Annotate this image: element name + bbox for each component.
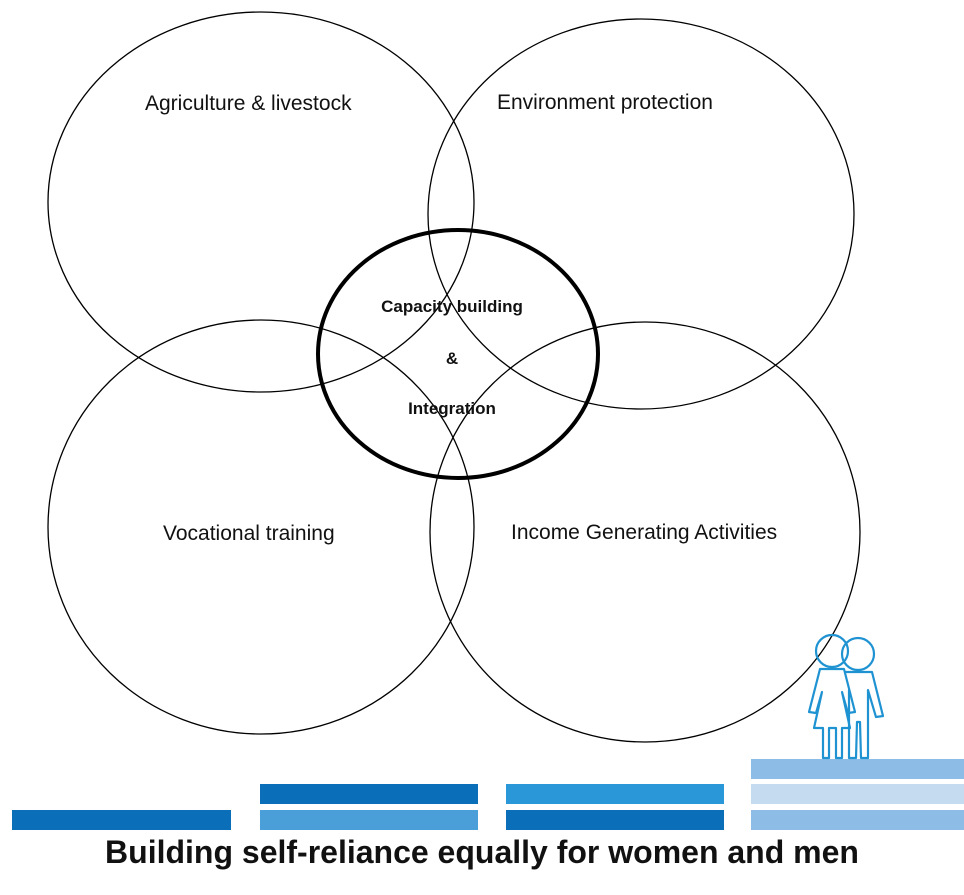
circle-vocational (47, 319, 475, 735)
circle-agriculture (47, 11, 475, 393)
label-income: Income Generating Activities (511, 521, 778, 544)
step-bar-1 (12, 810, 231, 830)
circle-income (429, 321, 861, 743)
step-bar-4-top (751, 759, 964, 779)
step-bar-3-top (506, 784, 724, 804)
step-bar-2-top (260, 784, 478, 804)
label-agriculture: Agriculture & livestock (145, 92, 352, 115)
step-bars (12, 759, 964, 830)
step-bar-4-middle (751, 784, 964, 804)
label-vocational: Vocational training (163, 522, 335, 545)
label-ampersand: & (445, 349, 459, 368)
label-integration: Integration (408, 399, 496, 418)
label-environment: Environment protection (497, 91, 713, 114)
step-bar-2-bottom (260, 810, 478, 830)
couple-figures-icon (807, 633, 885, 760)
caption: Building self-reliance equally for women… (105, 834, 859, 870)
label-capacity-building: Capacity building (381, 297, 523, 316)
circle-environment (427, 18, 855, 410)
step-bar-3-bottom (506, 810, 724, 830)
step-bar-4-bottom (751, 810, 964, 830)
circle-capacity-building (316, 228, 600, 480)
